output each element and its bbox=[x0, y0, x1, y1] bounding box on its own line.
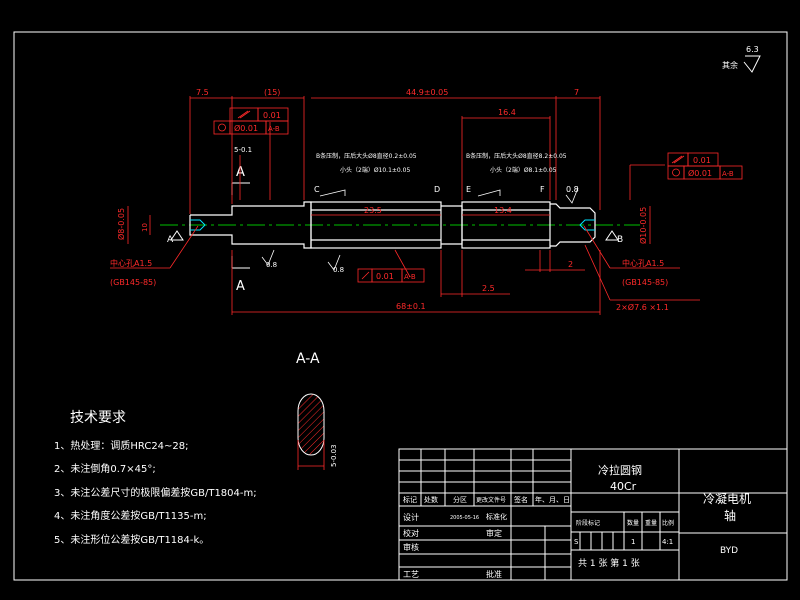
tech-item-5: 5、未注形位公差按GB/T1184-k。 bbox=[54, 533, 209, 546]
gdt-frame-right bbox=[667, 152, 743, 180]
gdt-right-top-value: 0.01 bbox=[693, 156, 711, 165]
dim-23-5: 23.5 bbox=[364, 206, 382, 215]
tb-header-sign: 签名 bbox=[514, 495, 528, 504]
dim-dia-left-2: 10 bbox=[141, 223, 149, 232]
tb-qty-label: 数量 bbox=[627, 519, 639, 527]
point-f-label: F bbox=[540, 185, 545, 194]
section-mark-top: A bbox=[236, 165, 245, 180]
tech-item-2: 2、未注倒角0.7×45°; bbox=[54, 462, 156, 475]
dim-0-8-left: 0.8 bbox=[266, 261, 277, 269]
tb-company: BYD bbox=[720, 546, 738, 556]
tb-header-zone: 分区 bbox=[453, 495, 467, 504]
tb-stage-label: 阶段标记 bbox=[576, 519, 600, 527]
tech-title: 技术要求 bbox=[70, 410, 126, 426]
tb-material-1: 冷拉圆钢 bbox=[598, 463, 642, 477]
tb-design-label: 设计 bbox=[403, 512, 419, 522]
dim-16-4: 16.4 bbox=[498, 108, 516, 117]
tb-design-date: 2005-05-16 bbox=[450, 515, 479, 521]
datum-a-symbol bbox=[170, 230, 184, 241]
dim-dia-right: Ø10-0.05 bbox=[638, 207, 648, 244]
gdt-right-bottom-value: Ø0.01 bbox=[688, 168, 712, 178]
gdt-mid-ref: A-B bbox=[404, 273, 416, 281]
tb-check-label: 校对 bbox=[403, 528, 419, 538]
dim-44-9: 44.9±0.05 bbox=[406, 88, 448, 97]
tech-item-4: 4、未注角度公差按GB/T1135-m; bbox=[54, 509, 207, 522]
tb-weight-label: 重量 bbox=[645, 519, 657, 527]
dim-2-5: 2.5 bbox=[482, 284, 495, 293]
center-hole-left-label: 中心孔A1.5 bbox=[110, 258, 152, 268]
gdt-mid-value: 0.01 bbox=[376, 272, 394, 281]
dim-key-depth: 5-0.1 bbox=[234, 146, 252, 154]
datum-b-symbol bbox=[605, 230, 619, 241]
tb-part-name-2: 轴 bbox=[724, 508, 736, 523]
point-c-label: C bbox=[314, 185, 320, 194]
tb-stage-value: S bbox=[574, 538, 579, 546]
dimension-lines bbox=[110, 96, 700, 315]
knurl-note-right-1: B条压制，压后大头Ø8直径8.2±0.05 bbox=[466, 152, 567, 160]
tb-approve-label: 审定 bbox=[486, 528, 502, 538]
gdt-left-bottom-ref: A-B bbox=[268, 125, 280, 133]
tb-qty-value: 1 bbox=[631, 538, 635, 546]
tb-standard-label: 标准化 bbox=[486, 512, 507, 521]
tb-review-label: 审核 bbox=[403, 542, 419, 552]
tb-ratify-label: 批准 bbox=[486, 569, 502, 579]
dim-15: (15) bbox=[264, 88, 280, 97]
center-hole-left bbox=[190, 219, 206, 231]
knurl-note-right-2: 小头（2端）Ø8.1±0.05 bbox=[490, 166, 557, 174]
dim-dia-left: Ø8-0.05 bbox=[116, 208, 126, 240]
section-view bbox=[297, 393, 325, 470]
technical-requirements: 技术要求 1、热处理：调质HRC24~28; 2、未注倒角0.7×45°; 3、… bbox=[54, 410, 257, 546]
tb-sheets: 共 1 张 第 1 张 bbox=[578, 557, 640, 569]
section-cut-marks: A A bbox=[231, 165, 250, 294]
tb-header-change-doc: 更改文件号 bbox=[476, 496, 506, 504]
point-e-label: E bbox=[466, 185, 471, 194]
tb-scale-value: 4:1 bbox=[662, 538, 673, 546]
gdt-frame-mid bbox=[357, 268, 425, 283]
title-block bbox=[398, 448, 788, 581]
dim-2: 2 bbox=[568, 260, 573, 269]
dim-0-8-right: 0.8 bbox=[566, 185, 579, 194]
section-dim: 5-0.03 bbox=[330, 444, 338, 467]
center-hole-left-std: (GB145-85) bbox=[110, 278, 156, 287]
section-view-title: A-A bbox=[296, 351, 320, 367]
center-hole-right bbox=[579, 219, 595, 231]
dim-13-4: 13.4 bbox=[494, 206, 512, 215]
gdt-frame-left bbox=[213, 107, 289, 135]
roughness-value: 6.3 bbox=[746, 45, 759, 54]
tb-header-count: 处数 bbox=[424, 495, 438, 504]
roughness-rest-label: 其余 bbox=[722, 60, 738, 70]
center-hole-right-std: (GB145-85) bbox=[622, 278, 668, 287]
section-mark-bottom: A bbox=[236, 279, 245, 294]
tb-header-date: 年、月、日 bbox=[535, 495, 570, 504]
knurl-note-left-1: B条压制，压后大头Ø8直径0.2±0.05 bbox=[316, 152, 417, 160]
shaft-outline bbox=[189, 201, 596, 249]
gdt-left-bottom-value: Ø0.01 bbox=[234, 123, 258, 133]
dim-68: 68±0.1 bbox=[396, 302, 426, 311]
dim-0-8-mid: 0.8 bbox=[333, 266, 344, 274]
point-d-label: D bbox=[434, 185, 440, 194]
tb-material-2: 40Cr bbox=[610, 480, 637, 493]
gdt-right-bottom-ref: A-B bbox=[722, 170, 734, 178]
gdt-left-top-value: 0.01 bbox=[263, 111, 281, 120]
tb-process-label: 工艺 bbox=[403, 570, 419, 579]
surface-roughness-marks bbox=[261, 187, 579, 271]
dim-7: 7 bbox=[574, 88, 579, 97]
tech-item-3: 3、未注公差尺寸的极限偏差按GB/T1804-m; bbox=[54, 486, 257, 499]
knurl-note-left-2: 小头（2端）Ø10.1±0.05 bbox=[340, 166, 410, 174]
tb-header-mark: 标记 bbox=[403, 495, 417, 504]
tb-part-name-1: 冷凝电机 bbox=[703, 491, 751, 506]
center-hole-right-label: 中心孔A1.5 bbox=[622, 258, 664, 268]
tb-scale-label: 比例 bbox=[662, 519, 674, 527]
dim-7-5: 7.5 bbox=[196, 88, 209, 97]
tech-item-1: 1、热处理：调质HRC24~28; bbox=[54, 439, 189, 452]
roughness-symbol: 6.3 其余 bbox=[722, 45, 761, 73]
datum-b-label: B bbox=[617, 235, 623, 245]
dim-chamfer: 2×Ø7.6 ×1.1 bbox=[616, 302, 669, 312]
